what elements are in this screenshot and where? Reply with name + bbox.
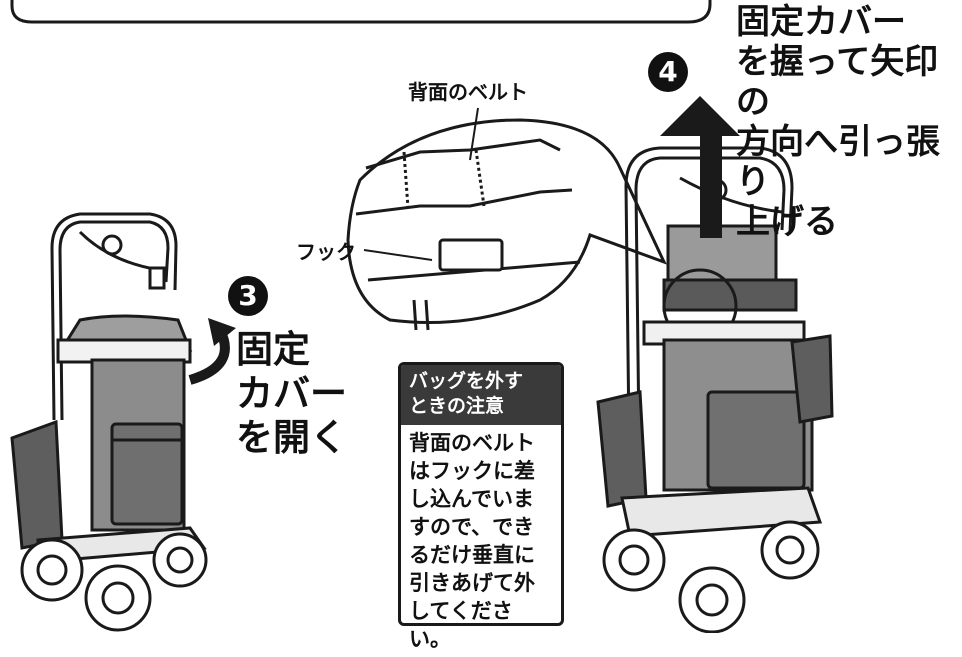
pull-up-arrow (660, 96, 740, 238)
step-4-badge: 4 (648, 52, 688, 92)
caution-line: はフックに差 (409, 459, 535, 483)
step-3-text: 固定 カバー を開く (236, 328, 347, 460)
hook-label: フック (296, 240, 356, 264)
top-panel-border (10, 0, 712, 24)
caution-title-line-2: ときの注意 (409, 395, 505, 417)
step-3-badge: 3 (228, 276, 268, 316)
step-4-line-4: 上げる (736, 202, 838, 242)
caution-title-line-1: バッグを外す (409, 370, 524, 392)
step-4-text: 固定カバー を握って矢印の 方向へ引っ張り 上げる (736, 2, 962, 242)
caution-line: るだけ垂直に (409, 543, 535, 567)
caution-line: 背面のベルト (409, 431, 535, 455)
caution-line: し込んでいま (409, 487, 534, 511)
caution-line: 引きあげて外 (409, 571, 535, 595)
caution-note: バッグを外す ときの注意 背面のベルト はフックに差 し込んでいま すので、でき… (398, 362, 564, 651)
caution-note-body: 背面のベルト はフックに差 し込んでいま すので、でき るだけ垂直に 引きあげて… (401, 425, 561, 657)
instruction-diagram: 3 固定 カバー を開く 4 固定カバー を握って矢印の 方向へ引っ張り 上げる… (10, 0, 962, 651)
callout-connector (619, 167, 665, 263)
hook-leader-line (363, 249, 433, 261)
step-3-line-1: 固定 (236, 328, 310, 371)
zoom-detail-callout (346, 118, 667, 331)
left-cart-illustration (10, 212, 208, 632)
step-4-line-3: 方向へ引っ張り (736, 122, 940, 202)
illustration-canvas (10, 0, 834, 633)
belt-leader-line (469, 107, 479, 161)
open-cover-arrowhead (208, 318, 236, 346)
step-3-line-2: カバー (236, 372, 347, 415)
step-4-line-2: を握って矢印の (736, 42, 939, 122)
step-3-line-3: を開く (236, 416, 347, 459)
caution-line: すので、でき (409, 515, 535, 539)
caution-note-header: バッグを外す ときの注意 (401, 365, 561, 425)
step-4-line-1: 固定カバー (736, 2, 906, 42)
belt-label: 背面のベルト (408, 80, 528, 104)
caution-line: してください。 (409, 599, 513, 651)
step-4-number: 4 (658, 55, 678, 88)
step-3-number: 3 (238, 279, 258, 312)
